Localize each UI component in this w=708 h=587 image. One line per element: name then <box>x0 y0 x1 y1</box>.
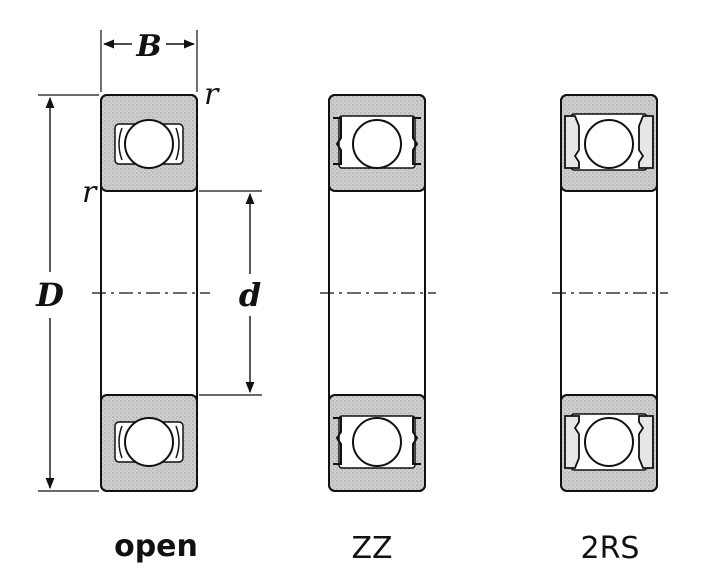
bearing-2rs <box>552 94 668 492</box>
bearing-zz-lower-ball <box>352 417 402 467</box>
bearing-zz <box>320 94 436 492</box>
caption-zz: ZZ <box>351 531 392 566</box>
radius-side-label: r <box>82 175 98 210</box>
bearing-2rs-lower-ball <box>584 417 634 467</box>
bearing-zz-lower-section <box>328 394 426 492</box>
bearing-2rs-upper-ball <box>584 119 634 169</box>
bearing-zz-upper-section <box>328 94 426 192</box>
caption-2rs: 2RS <box>581 531 640 566</box>
bearing-2rs-lower-section <box>560 394 658 492</box>
dimension-d-bore-label: d <box>239 276 261 314</box>
bearing-open-lower-ball <box>124 417 174 467</box>
dimension-b: B <box>100 29 198 92</box>
bearing-2rs-upper-section <box>560 94 658 192</box>
bearing-zz-upper-ball <box>352 119 402 169</box>
dimension-d-outer-label: D <box>35 276 64 314</box>
dimension-d-bore: d <box>199 190 262 396</box>
bearing-open-lower-section <box>100 394 198 492</box>
radius-top-label: r <box>204 77 220 112</box>
caption-open: open <box>114 529 198 564</box>
bearing-open-upper-section <box>100 94 198 192</box>
bearing-open-upper-ball <box>124 119 174 169</box>
dimension-d-outer: D <box>35 94 99 492</box>
dimension-b-label: B <box>135 29 161 64</box>
bearing-open <box>92 94 210 492</box>
